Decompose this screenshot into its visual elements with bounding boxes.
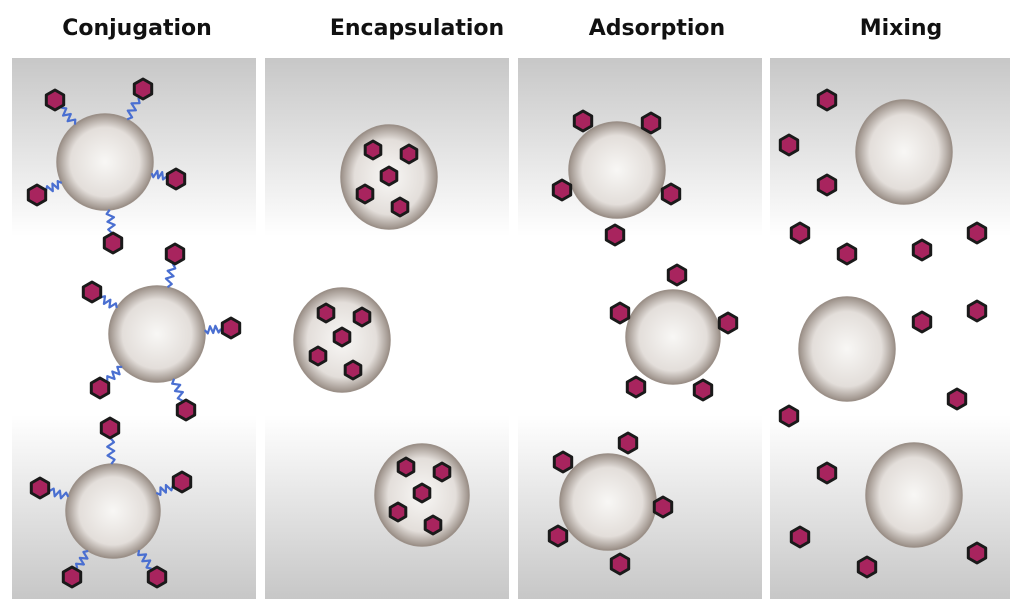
drug-hexagon-icon — [666, 263, 688, 287]
drug-hexagon-icon — [44, 88, 66, 112]
header-conjugation: Conjugation — [12, 0, 262, 56]
nanoparticle-carrier-icon — [865, 442, 963, 548]
drug-hexagon-icon — [547, 524, 569, 548]
drug-hexagon-icon — [29, 476, 51, 500]
zigzag-linker-icon — [203, 324, 222, 335]
drug-hexagon-icon — [604, 223, 626, 247]
content-layer — [26, 77, 988, 589]
zigzag-linker-icon — [126, 97, 141, 121]
drug-hexagon-icon — [552, 450, 574, 474]
drug-hexagon-icon — [332, 326, 352, 348]
drug-hexagon-icon — [165, 167, 187, 191]
drug-hexagon-icon — [617, 431, 639, 455]
drug-hexagon-icon — [146, 565, 168, 589]
drug-hexagon-icon — [61, 565, 83, 589]
drug-hexagon-icon — [660, 182, 682, 206]
drug-hexagon-icon — [343, 359, 363, 381]
nanoparticle-carrier-icon — [798, 296, 896, 402]
drug-hexagon-icon — [609, 301, 631, 325]
zigzag-linker-icon — [137, 549, 152, 570]
header-mixing: Mixing — [776, 0, 1010, 56]
drug-hexagon-icon — [778, 404, 800, 428]
zigzag-linker-icon — [75, 549, 89, 569]
nanoparticle-carrier-icon — [65, 463, 161, 559]
drug-hexagon-icon — [836, 242, 858, 266]
drug-hexagon-icon — [911, 310, 933, 334]
drug-hexagon-icon — [175, 398, 197, 422]
drug-hexagon-icon — [966, 221, 988, 245]
drug-hexagon-icon — [572, 109, 594, 133]
header-encapsulation: Encapsulation — [292, 0, 542, 56]
drug-hexagon-icon — [778, 133, 800, 157]
drug-hexagon-icon — [355, 183, 375, 205]
drug-hexagon-icon — [640, 111, 662, 135]
drug-hexagon-icon — [26, 183, 48, 207]
panel-title-conjugation: Conjugation — [62, 15, 212, 41]
nanoparticle-carrier-icon — [108, 285, 206, 383]
drug-hexagon-icon — [352, 306, 372, 328]
drug-hexagon-icon — [396, 456, 416, 478]
drug-hexagon-icon — [412, 482, 432, 504]
drug-hexagon-icon — [652, 495, 674, 519]
drug-hexagon-icon — [388, 501, 408, 523]
drug-hexagon-icon — [423, 514, 443, 536]
drug-hexagon-icon — [816, 88, 838, 112]
drug-hexagon-icon — [789, 221, 811, 245]
drug-hexagon-icon — [692, 378, 714, 402]
drug-hexagon-icon — [316, 302, 336, 324]
drug-hexagon-icon — [399, 143, 419, 165]
zigzag-linker-icon — [171, 378, 184, 402]
panel-title-encapsulation: Encapsulation — [329, 15, 505, 41]
zigzag-linker-icon — [106, 365, 123, 382]
zigzag-linker-icon — [100, 295, 118, 309]
zigzag-linker-icon — [48, 487, 70, 500]
drug-hexagon-icon — [946, 387, 968, 411]
drug-hexagon-icon — [911, 238, 933, 262]
drug-hexagon-icon — [609, 552, 631, 576]
nanoparticle-carrier-icon — [56, 113, 154, 211]
drug-hexagon-icon — [171, 470, 193, 494]
zigzag-linker-icon — [61, 106, 77, 125]
drug-hexagon-icon — [102, 231, 124, 255]
drug-hexagon-icon — [81, 280, 103, 304]
nanoparticle-carrier-icon — [855, 99, 953, 205]
drug-hexagon-icon — [856, 555, 878, 579]
drug-hexagon-icon — [363, 139, 383, 161]
drug-hexagon-icon — [816, 461, 838, 485]
drug-hexagon-icon — [220, 316, 242, 340]
zigzag-linker-icon — [164, 263, 177, 289]
nanoparticle-carrier-icon — [625, 289, 721, 385]
zigzag-linker-icon — [155, 483, 174, 496]
drug-hexagon-icon — [379, 165, 399, 187]
drug-hexagon-icon — [717, 311, 739, 335]
zigzag-linker-icon — [44, 180, 63, 193]
drug-hexagon-icon — [164, 242, 186, 266]
zigzag-linker-icon — [106, 437, 116, 465]
drug-hexagon-icon — [625, 375, 647, 399]
drug-hexagon-icon — [551, 178, 573, 202]
panel-title-adsorption: Adsorption — [588, 15, 726, 41]
zigzag-linker-icon — [105, 209, 116, 234]
drug-hexagon-icon — [816, 173, 838, 197]
nanoparticle-carrier-icon — [559, 453, 657, 551]
panel-title-mixing: Mixing — [859, 15, 943, 41]
drug-hexagon-icon — [390, 196, 410, 218]
nanoparticle-carrier-icon — [568, 121, 666, 219]
header-adsorption: Adsorption — [532, 0, 782, 56]
drug-hexagon-icon — [789, 525, 811, 549]
drug-hexagon-icon — [99, 416, 121, 440]
drug-hexagon-icon — [966, 541, 988, 565]
drug-hexagon-icon — [308, 345, 328, 367]
drug-hexagon-icon — [132, 77, 154, 101]
drug-hexagon-icon — [966, 299, 988, 323]
zigzag-linker-icon — [150, 169, 168, 181]
drug-hexagon-icon — [89, 376, 111, 400]
drug-hexagon-icon — [432, 461, 452, 483]
